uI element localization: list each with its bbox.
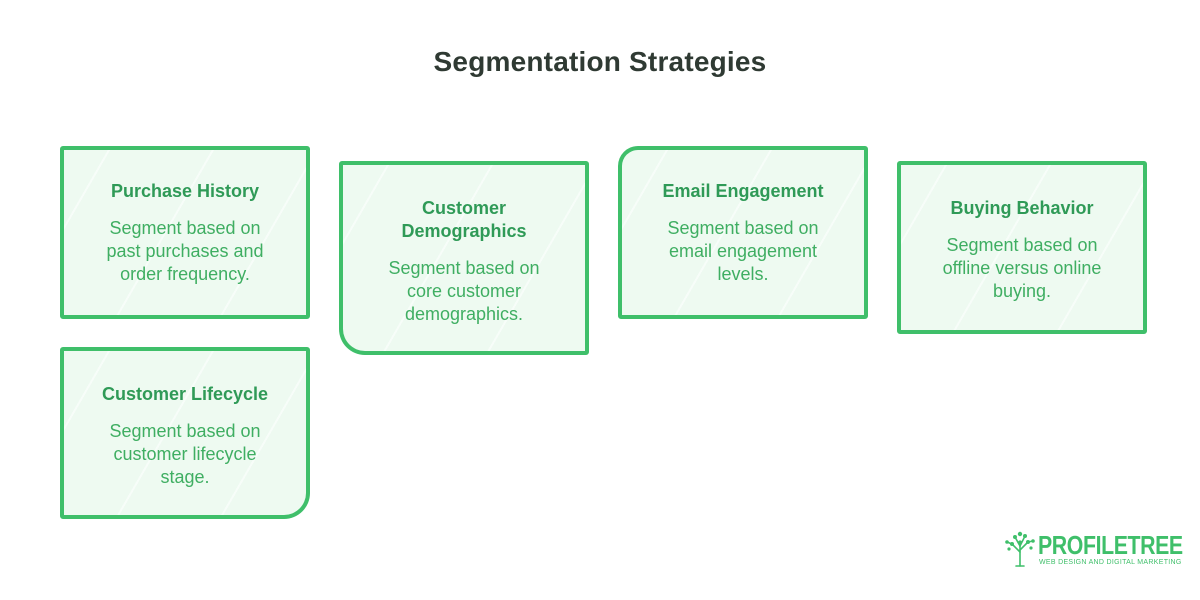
- card-description: Segment based on core customer demograph…: [388, 258, 540, 324]
- card-title: Purchase History: [110, 181, 260, 201]
- strategy-card-buying-behavior: Buying Behavior Segment based on offline…: [897, 161, 1147, 334]
- card-description: Segment based on email engagement levels…: [667, 218, 819, 284]
- card-title: Customer Demographics: [401, 198, 527, 241]
- card-description: Segment based on customer lifecycle stag…: [109, 421, 261, 487]
- card-description: Segment based on offline versus online b…: [942, 235, 1102, 301]
- tree-icon: [1005, 531, 1035, 567]
- logo-wordmark: PROFILETREE: [1038, 530, 1183, 560]
- strategy-card-purchase-history: Purchase History Segment based on past p…: [60, 146, 310, 319]
- card-description: Segment based on past purchases and orde…: [106, 218, 264, 284]
- strategy-card-customer-demographics: Customer Demographics Segment based on c…: [339, 161, 589, 355]
- strategy-card-email-engagement: Email Engagement Segment based on email …: [618, 146, 868, 319]
- card-title: Customer Lifecycle: [101, 384, 269, 404]
- logo-tagline: WEB DESIGN AND DIGITAL MARKETING: [1039, 559, 1182, 566]
- card-title: Buying Behavior: [950, 198, 1094, 218]
- page-title: Segmentation Strategies: [433, 46, 767, 77]
- profiletree-logo: PROFILETREE WEB DESIGN AND DIGITAL MARKE…: [1004, 530, 1183, 570]
- card-title: Email Engagement: [662, 181, 824, 201]
- strategy-card-customer-lifecycle: Customer Lifecycle Segment based on cust…: [60, 347, 310, 519]
